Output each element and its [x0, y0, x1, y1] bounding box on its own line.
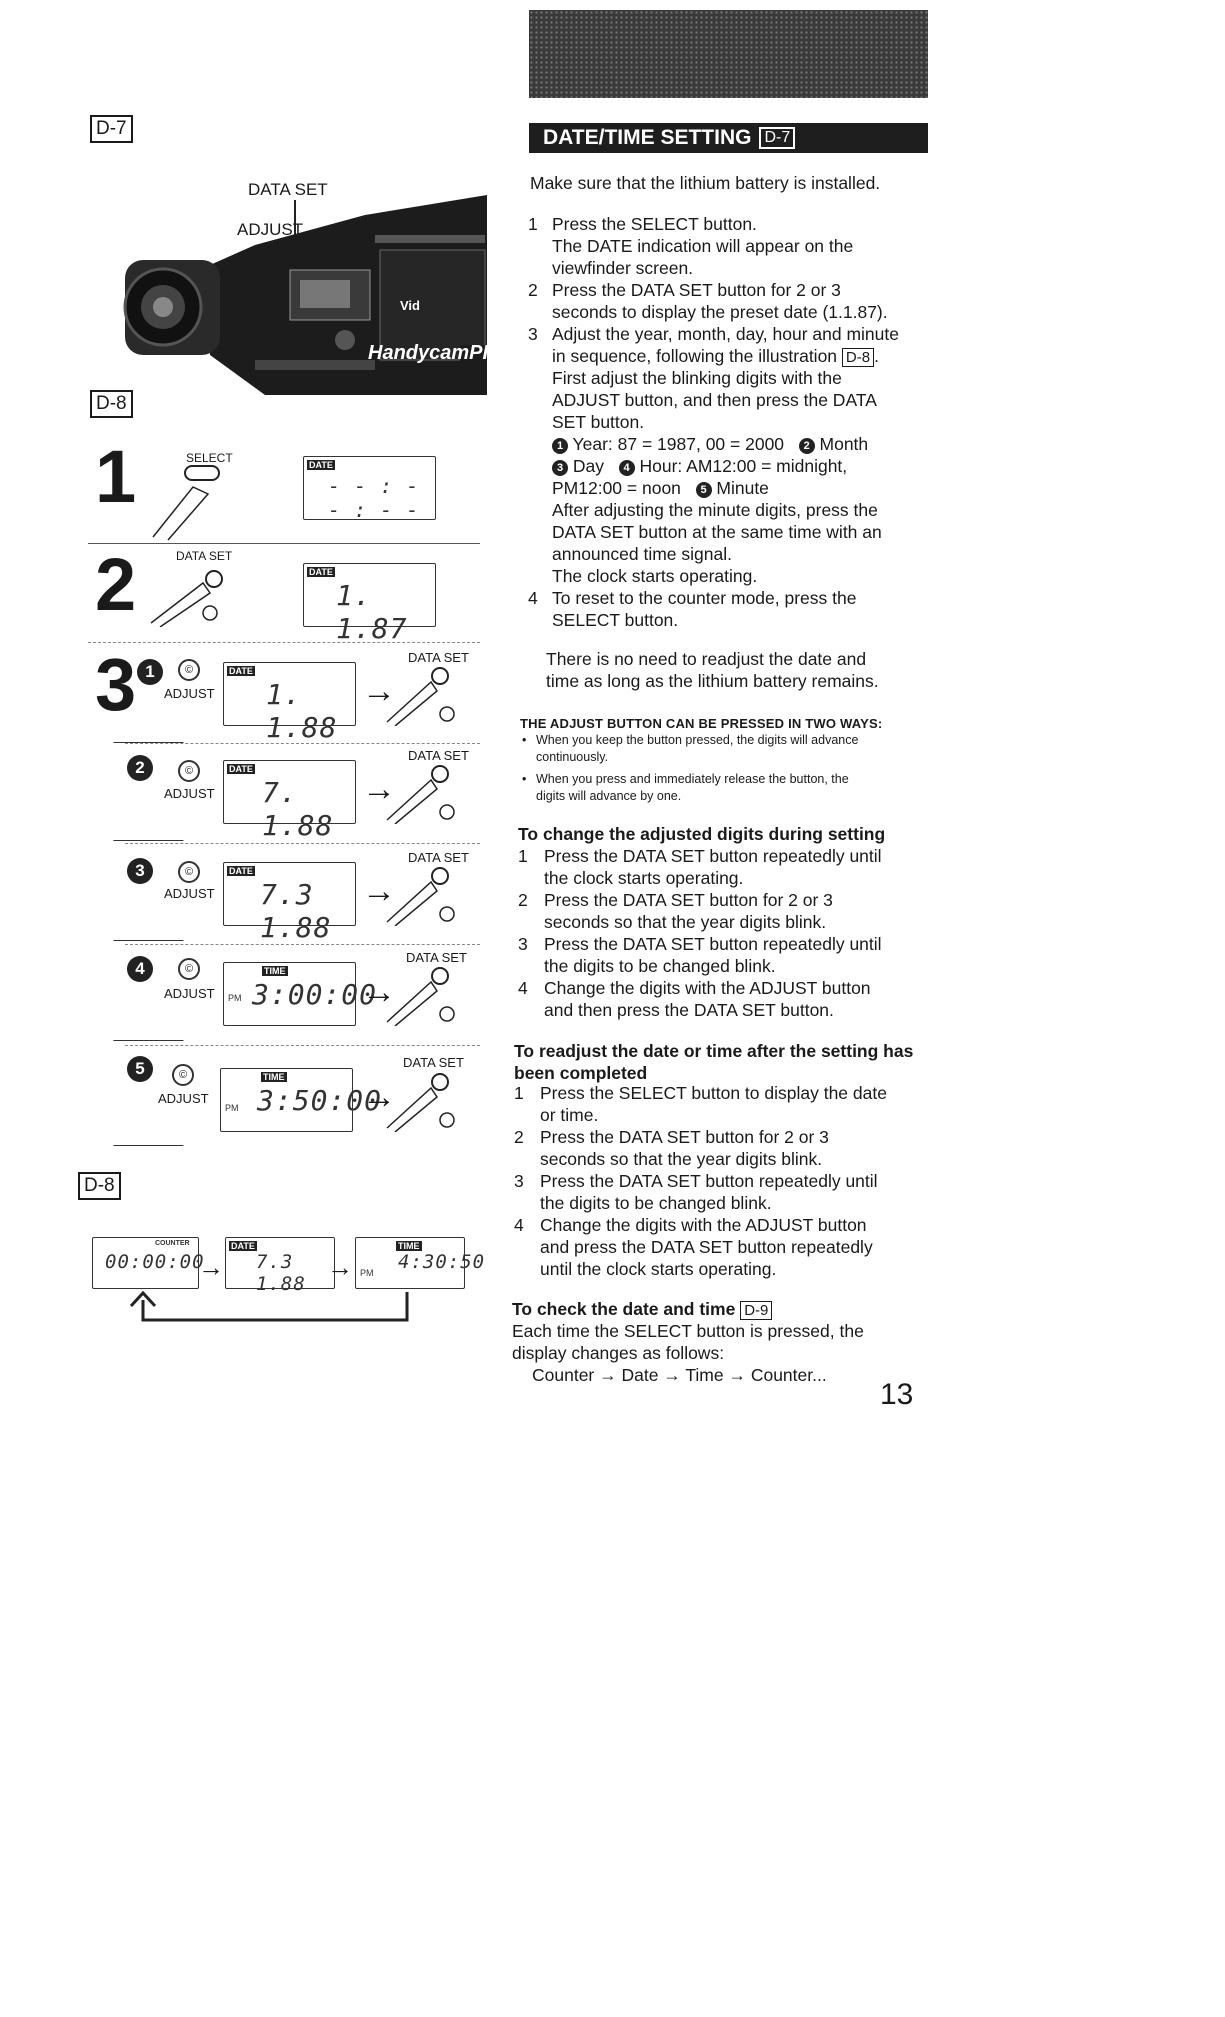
arrow-icon: → — [362, 1078, 396, 1116]
intro-text: Make sure that the lithium battery is in… — [530, 173, 881, 193]
adjust-label: ADJUST — [164, 886, 215, 901]
lcd-counter: COUNTER 00:00:00 — [92, 1237, 204, 1289]
adjust-label: ADJUST — [158, 1091, 209, 1106]
step-3-number: 3 — [95, 643, 137, 726]
lcd-date: DATE 7.3 1.88 — [225, 1237, 335, 1295]
lcd-step-1: DATE - - : - - : - - — [303, 456, 436, 522]
step-list: 1 Press the SELECT button. The DATE indi… — [528, 214, 899, 630]
adjust-heading: THE ADJUST BUTTON CAN BE PRESSED IN TWO … — [520, 716, 883, 731]
divider — [125, 743, 480, 744]
camera-brand-logo: HandycamPI — [368, 342, 489, 364]
camera-label-data-set: DATA SET — [248, 180, 328, 199]
arrow-icon: → — [362, 872, 396, 910]
data-set-button-hand-icon — [386, 967, 455, 1026]
lcd-step-3-row-2: DATE 7. 1.88 — [223, 760, 356, 842]
return-arrow-icon — [129, 1290, 409, 1322]
data-set-button-hand-icon — [150, 570, 223, 627]
row-badge-3: 3 — [127, 858, 153, 884]
hand-icon — [113, 1105, 207, 1146]
divider — [125, 944, 480, 945]
arrow-icon: → — [362, 973, 396, 1011]
adjust-label: ADJUST — [164, 686, 215, 701]
adjust-button-icon: © — [178, 659, 200, 681]
divider — [125, 843, 480, 844]
camera-label-adjust: ADJUST — [237, 220, 304, 239]
adjust-button-icon: © — [172, 1064, 194, 1086]
data-set-label: DATA SET — [408, 650, 469, 665]
adjust-label: ADJUST — [164, 986, 215, 1001]
data-set-label: DATA SET — [408, 850, 469, 865]
figure-label-d8-cycle: D-8 — [78, 1172, 121, 1200]
check-section: To check the date and time D-9 Each time… — [512, 1298, 932, 1386]
data-set-label: DATA SET — [403, 1055, 464, 1070]
battery-note: There is no need to readjust the date an… — [546, 649, 879, 691]
select-button-hand-icon — [152, 465, 220, 541]
lcd-step-3-row-5: TIME PM 3:50:00 — [220, 1068, 381, 1132]
adjust-notes: •When you keep the button pressed, the d… — [522, 733, 859, 803]
lcd-step-2: DATE 1. 1.87 — [303, 563, 436, 645]
hand-icon — [113, 1000, 207, 1041]
divider — [88, 543, 480, 544]
change-heading: To change the adjusted digits during set… — [518, 824, 886, 844]
data-set-label: DATA SET — [176, 549, 233, 563]
row-badge-2: 2 — [127, 755, 153, 781]
arrow-icon: → — [327, 1252, 353, 1282]
figure-label-d7: D-7 — [90, 115, 133, 143]
camera-vid-text: Vid — [400, 298, 420, 313]
arrow-icon: → — [362, 770, 396, 808]
arrow-icon: → — [198, 1252, 224, 1282]
lcd-step-3-row-1: DATE 1. 1.88 — [223, 662, 356, 744]
row-badge-1: 1 — [137, 659, 163, 685]
adjust-button-icon: © — [178, 861, 200, 883]
lcd-step-3-row-3: DATE 7.3 1.88 — [223, 862, 356, 944]
hand-icon — [113, 800, 207, 841]
data-set-label: DATA SET — [406, 950, 467, 965]
ref-d9: D-9 — [740, 1301, 773, 1320]
readjust-heading: To readjust the date or time after the s… — [514, 1041, 914, 1083]
row-badge-5: 5 — [127, 1056, 153, 1082]
select-label: SELECT — [186, 451, 233, 465]
row-badge-4: 4 — [127, 956, 153, 982]
step-2-number: 2 — [95, 543, 137, 626]
adjust-label: ADJUST — [164, 786, 215, 801]
data-set-button-hand-icon — [386, 1073, 455, 1132]
display-sequence: Counter → Date → Time → Counter... — [532, 1365, 827, 1385]
step-1-number: 1 — [95, 435, 137, 518]
arrow-icon: → — [362, 672, 396, 710]
adjust-button-icon: © — [178, 760, 200, 782]
hand-icon — [113, 900, 207, 941]
adjust-button-icon: © — [178, 958, 200, 980]
header-halftone-band — [529, 10, 928, 98]
camera-illustration — [123, 195, 487, 395]
figure-label-d8: D-8 — [90, 390, 133, 418]
page-number: 13 — [880, 1378, 914, 1411]
ref-d8: D-8 — [841, 348, 875, 367]
divider — [88, 642, 480, 643]
lcd-time: TIME PM 4:30:50 — [355, 1237, 484, 1289]
divider — [125, 1045, 480, 1046]
data-set-button-hand-icon — [386, 867, 455, 926]
data-set-label: DATA SET — [408, 748, 469, 763]
data-set-button-hand-icon — [386, 765, 455, 824]
data-set-button-hand-icon — [386, 667, 455, 726]
lcd-step-3-row-4: TIME PM 3:00:00 — [223, 962, 376, 1026]
